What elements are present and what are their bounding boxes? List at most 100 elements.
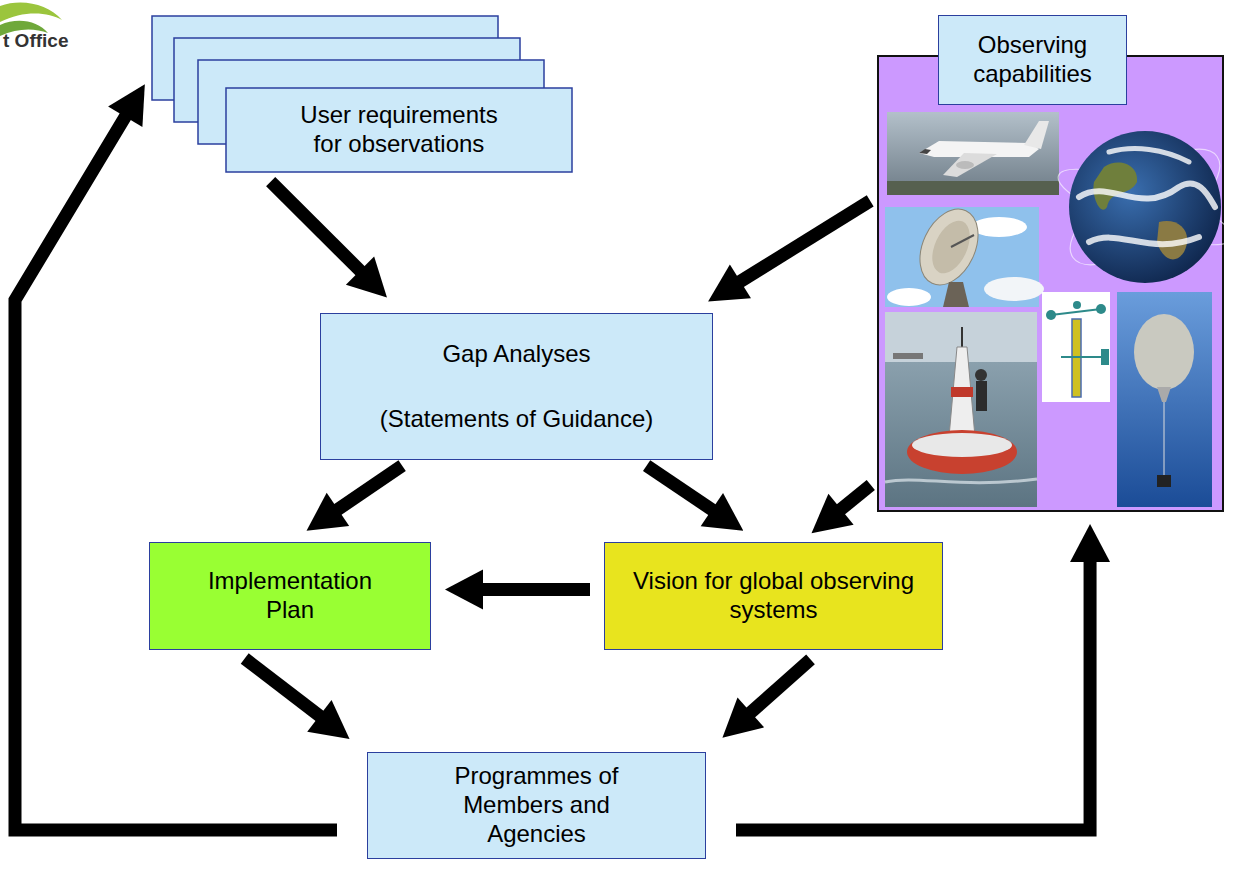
anemometer-photo-part [1101,349,1109,365]
arrow-shaft [245,659,326,721]
ocean-buoy-photo-part [975,369,987,381]
flow-arrow [647,466,744,531]
text-group: Gap Analyses (Statements of Guidance) [337,340,697,434]
arrow-head [811,494,853,533]
earth-image-part [1109,149,1189,162]
aircraft-photo-part [919,149,931,154]
flow-arrow [271,182,387,298]
logo-mark-part [0,2,62,22]
box-subtitle: (Statements of Guidance) [380,405,653,434]
sheet-outline [226,88,572,172]
panel-heading-box: Observing capabilities [938,15,1127,105]
arrow-shaft [647,466,719,514]
process-box: Programmes of Members and Agencies [367,752,706,858]
flow-arrow [245,659,350,739]
ocean-buoy-photo-part [907,430,1017,474]
box-title: Vision for global observing systems [621,567,926,625]
box-title: Implementation Plan [198,567,383,625]
anemometer-photo-part [1051,309,1101,315]
ocean-buoy-photo [885,312,1037,507]
anemometer-photo-part [1046,310,1056,320]
arrow-head [108,84,145,127]
logo-text: t Office [3,30,68,52]
aircraft-photo [887,112,1059,195]
arrow-shaft [271,182,366,276]
box-title: User requirements for observations [289,101,509,159]
earth-image-part [1089,237,1199,244]
anemometer-photo [1042,292,1110,402]
ocean-buoy-photo-part [961,327,963,349]
earth-image-part [1053,129,1226,286]
box-title: Gap Analyses [442,340,590,369]
radar-dish-photo-part [984,277,1044,301]
arrow-shaft [475,583,590,596]
plan-box: Implementation Plan [149,542,431,650]
aircraft-photo-part [1024,121,1049,149]
radar-dish-photo-part [971,217,1027,237]
ocean-buoy-photo-part [951,387,973,397]
ocean-buoy-photo-part [885,479,1037,483]
arrow-head [722,697,764,737]
earth-image-part [1069,131,1221,283]
weather-balloon-photo-part [1117,292,1212,507]
arrow-head [307,700,349,739]
ocean-buoy-photo-part [893,353,923,359]
arrow-head [445,570,483,610]
text-group: Vision for global observing systems [621,567,926,625]
flow-arrow [722,659,810,737]
ocean-buoy-photo-part [949,347,975,437]
flow-arrow [445,570,590,610]
radar-dish-photo-part [943,282,969,307]
flow-arrow [15,84,337,830]
front-sheet-text-area: User requirements for observations [226,88,572,172]
radar-dish-photo-part [951,235,974,247]
aircraft-photo-part [956,161,974,169]
arrow-shaft [15,110,337,830]
arrow-shaft [734,201,870,285]
anemometer-photo-part [1042,292,1110,402]
flow-arrow [811,485,870,533]
weather-balloon-photo-part [1157,475,1171,487]
anemometer-photo-part [1061,356,1101,358]
earth-image-part [1093,163,1137,210]
vision-box: Vision for global observing systems [604,542,943,650]
requirements-stack: User requirements for observations [150,14,576,176]
weather-balloon-photo-part [1134,314,1194,390]
ocean-buoy-photo-part [976,381,987,411]
ocean-buoy-photo-part [912,433,1012,457]
radar-dish-photo-part [909,200,990,294]
box-title: Observing capabilities [945,31,1120,89]
text-group: Implementation Plan [198,567,383,625]
capabilities-panel: Observing capabilities [877,55,1224,512]
arrow-head [708,264,751,301]
text-group: User requirements for observations [289,101,509,159]
weather-balloon-photo-part [1157,387,1171,402]
radar-dish-photo [885,200,1044,307]
flow-arrow [307,466,403,531]
flow-arrow [708,201,870,302]
radar-dish-photo-part [925,215,978,279]
text-group: Programmes of Members and Agencies [442,762,632,848]
weather-balloon-photo-part [1164,402,1165,475]
earth-image-part [1079,184,1215,207]
anemometer-photo-part [1073,301,1081,309]
aircraft-photo-part [943,153,997,177]
box-title: Programmes of Members and Agencies [442,762,632,848]
weather-balloon-photo [1117,292,1212,507]
arrow-head [307,493,350,531]
arrow-head [346,256,387,297]
arrow-head [1070,524,1110,562]
radar-dish-photo-part [887,288,931,306]
arrow-shaft [745,659,810,717]
arrow-head [701,493,744,531]
aircraft-photo-part [887,181,1059,195]
anemometer-photo-part [1096,304,1106,314]
observing-photos [879,57,1226,514]
aircraft-photo-part [887,112,1059,195]
arrow-shaft [332,466,402,514]
process-box: Gap Analyses (Statements of Guidance) [320,313,713,460]
earth-image [1051,129,1226,286]
